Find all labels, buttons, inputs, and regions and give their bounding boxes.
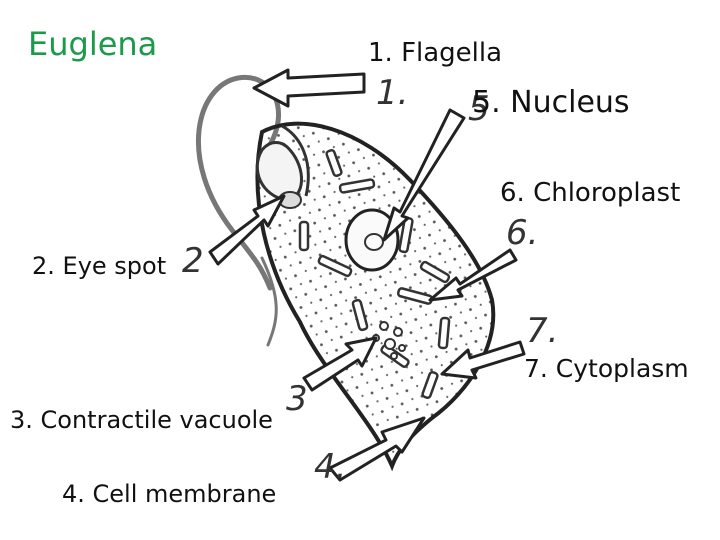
eye-spot-arrow [208, 194, 286, 266]
nucleus-arrow [382, 108, 466, 242]
cytoplasm-arrow [440, 340, 526, 380]
handwritten-numbers: 1. 2 3 4. 5 6. 7. [182, 73, 558, 487]
nucleolus [364, 233, 384, 251]
label-eye-spot: 2. Eye spot [32, 252, 167, 280]
label-cell-membrane: 4. Cell membrane [62, 480, 277, 508]
gullet [281, 124, 310, 197]
svg-text:3: 3 [286, 379, 308, 419]
cell-membrane-arrow [328, 416, 426, 482]
contractile-vacuole-arrow [302, 336, 378, 392]
svg-text:4.: 4. [314, 447, 346, 487]
svg-text:2: 2 [182, 241, 204, 281]
chloroplast-arrow [428, 248, 518, 302]
nucleus [344, 208, 400, 272]
label-cytoplasm: 7. Cytoplasm [524, 354, 689, 383]
diagram-title: Euglena [28, 25, 158, 63]
flagellum-tail [260, 256, 278, 347]
label-nucleus: 5. Nucleus [472, 85, 630, 120]
svg-text:5: 5 [468, 89, 490, 129]
flagella-arrow [252, 68, 366, 108]
svg-text:7.: 7. [526, 311, 558, 351]
label-flagella: 1. Flagella [368, 38, 503, 68]
contractile-vacuoles [372, 321, 406, 360]
label-chloroplast: 6. Chloroplast [500, 178, 681, 208]
svg-text:6.: 6. [506, 213, 538, 253]
svg-text:1.: 1. [376, 73, 408, 113]
label-contractile-vacuole: 3. Contractile vacuole [10, 406, 273, 434]
reservoir [255, 141, 303, 202]
